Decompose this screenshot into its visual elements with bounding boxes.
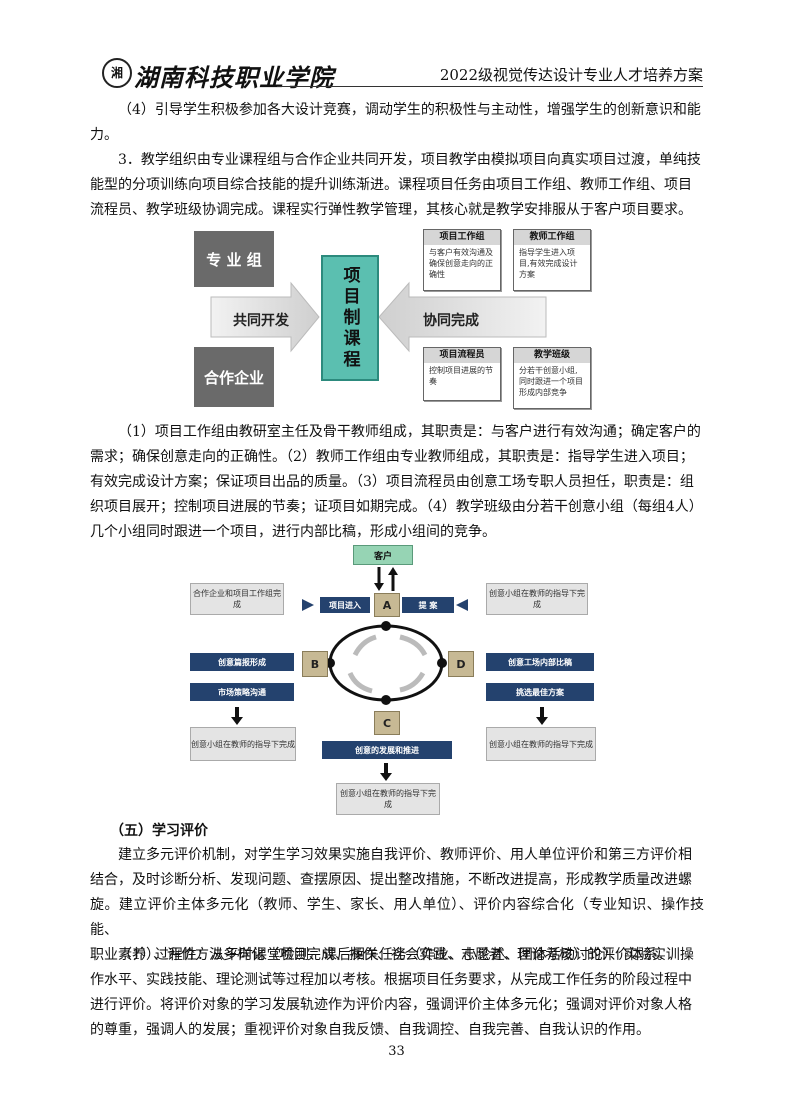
stage-d-label: D: [448, 651, 474, 677]
market-strategy-box: 市场策略沟通: [190, 683, 294, 701]
stage-c-label: C: [374, 711, 400, 735]
text-line: 几个小组同时跟进一个项目，进行内部比稿，形成小组间的竞争。: [90, 524, 496, 540]
project-workgroup-card: 项目工作组 与客户有效沟通及确保创意走向的正确性: [423, 229, 501, 291]
school-name: 湖南科技职业学院: [134, 63, 334, 92]
text-line: 有效完成设计方案；保证项目出品的质量。（3）项目流程员由创意工场专职人员担任，职…: [90, 474, 694, 490]
paragraph-2: 3．教学组织由专业课程组与合作企业共同开发，项目教学由模拟项目向真实项目过渡，单…: [90, 148, 704, 223]
card-title: 教学班级: [514, 348, 590, 363]
project-workflow-diagram: 客户 A B C D 合作企业和项目工作组完成 项目进入 提 案 创意小组在教师…: [190, 545, 600, 815]
text-line: 旋。建立评价主体多元化（教师、学生、家长、用人单位）、评价内容综合化（专业知识、…: [90, 897, 704, 938]
text-line: 作水平、实践技能、理论测试等过程加以考核。根据项目任务要求，从完成工作任务的阶段…: [90, 972, 692, 988]
curved-arrow-2: [399, 634, 428, 657]
arrow-right-top: [456, 599, 468, 611]
cycle-node-top: [381, 621, 391, 631]
right-note: 创意小组在教师的指导下完成: [486, 727, 596, 761]
partner-enterprise-box: 合作企业: [194, 347, 274, 407]
creative-development-box: 创意的发展和推进: [322, 741, 452, 759]
curved-arrow-3: [399, 671, 426, 693]
paragraph-1: （4）引导学生积极参加各大设计竞赛，调动学生的积极性与主动性，增强学生的创新意识…: [90, 98, 704, 148]
stage-b-label: B: [302, 651, 328, 677]
text-line: 建立多元评价机制，对学生学习效果实施自我评价、教师评价、用人单位评价和第三方评价…: [118, 847, 692, 863]
left-note: 创意小组在教师的指导下完成: [190, 727, 296, 761]
text-line: 结合，及时诊断分析、发现问题、查摆原因、提出整改措施，不断改进提高，形成教学质量…: [90, 872, 692, 888]
text-line: 织项目展开；控制项目进展的节奏；证项目如期完成。（4）教学班级由分若干创意小组（…: [90, 499, 703, 515]
card-body: 指导学生进入项目,有效完成设计方案: [519, 248, 578, 279]
joint-development-label: 共同开发: [233, 313, 289, 329]
creative-brief-box: 创意篇报形成: [190, 653, 294, 671]
cycle-ellipse: [328, 624, 444, 702]
curved-arrow-4: [347, 671, 373, 694]
stage-a-label: A: [374, 593, 400, 617]
best-solution-box: 挑选最佳方案: [486, 683, 594, 701]
text-line: （1）过程性：从平时课堂检测、课后相关任务（作业、小论述、团体活动讨论）、实验实…: [118, 947, 694, 963]
teaching-class-card: 教学班级 分若干创意小组,同时跟进一个项目形成内部竞争: [513, 347, 591, 409]
page-number: 33: [388, 1044, 405, 1059]
down-arrow-client-head: [374, 583, 384, 591]
card-title: 项目流程员: [424, 348, 500, 363]
down-arrow-bottom-head: [380, 773, 392, 781]
diagram-arrows: [210, 281, 547, 353]
workflow-cycle: [231, 567, 548, 781]
collaborative-completion-label: 协同完成: [423, 313, 479, 329]
proposal-box: 提 案: [402, 597, 454, 613]
header-divider: [277, 86, 703, 87]
text-line: 进行评价。将评价对象的学习发展轨迹作为评价内容，强调评价主体多元化；强调对评价对…: [90, 997, 692, 1013]
page-header: 湘 湖南科技职业学院 2022级视觉传达设计专业人才培养方案: [0, 0, 793, 92]
text-line: 的尊重，强调人的发展；重视评价对象自我反馈、自我调控、自我完善、自我认识的作用。: [90, 1022, 650, 1038]
text-line: 力。: [90, 127, 118, 143]
text-line: 流程员、教学班级协调完成。课程实行弹性教学管理，其核心就是教学安排服从于客户项目…: [90, 202, 692, 218]
client-box: 客户: [353, 545, 413, 565]
arrow-left-top: [302, 599, 314, 611]
right-arrow-shape: [378, 281, 547, 353]
curved-arrow-1: [352, 634, 377, 657]
text-line: （1）项目工作组由教研室主任及骨干教师组成，其职责是：与客户进行有效沟通；确定客…: [118, 424, 701, 440]
card-title: 教师工作组: [514, 230, 590, 245]
document-title: 2022级视觉传达设计专业人才培养方案: [439, 66, 703, 84]
text-line: 需求；确保创意走向的正确性。（2）教师工作组由专业教师组成，其职责是：指导学生进…: [90, 449, 694, 465]
paragraph-4: 建立多元评价机制，对学生学习效果实施自我评价、教师评价、用人单位评价和第三方评价…: [90, 843, 704, 968]
bottom-note: 创意小组在教师的指导下完成: [336, 783, 440, 815]
text-line: 能型的分项训练向项目综合技能的提升训练渐进。课程项目任务由项目工作组、教师工作组…: [90, 177, 692, 193]
top-right-note: 创意小组在教师的指导下完成: [486, 583, 588, 615]
internal-pitch-box: 创意工场内部比稿: [486, 653, 594, 671]
down-arrow-left-head: [231, 717, 243, 725]
project-course-box: 项目制课程: [321, 255, 379, 381]
text-line: 3．教学组织由专业课程组与合作企业共同开发，项目教学由模拟项目向真实项目过渡，单…: [118, 152, 701, 168]
cycle-node-right: [437, 658, 447, 668]
card-body: 控制项目进展的节奏: [429, 366, 493, 386]
paragraph-3: （1）项目工作组由教研室主任及骨干教师组成，其职责是：与客户进行有效沟通；确定客…: [90, 420, 704, 545]
card-body: 与客户有效沟通及确保创意走向的正确性: [429, 248, 493, 279]
up-arrow-client-head: [388, 567, 398, 575]
course-structure-diagram: 专 业 组 合作企业 共同开发 项目制课程 协同完成 项目工作组 与客户有效沟通…: [191, 225, 601, 410]
card-body: 分若干创意小组,同时跟进一个项目形成内部竞争: [519, 366, 583, 397]
top-left-note: 合作企业和项目工作组完成: [190, 583, 284, 615]
card-title: 项目工作组: [424, 230, 500, 245]
text-line: （4）引导学生积极参加各大设计竞赛，调动学生的积极性与主动性，增强学生的创新意识…: [118, 102, 701, 118]
cycle-node-bottom: [381, 695, 391, 705]
project-entry-box: 项目进入: [320, 597, 370, 613]
text-line: 职业素养）、评价方法多样化（项目完成、操作、社会实践、志愿者、理论考核）的评价体…: [90, 947, 671, 963]
teacher-workgroup-card: 教师工作组 指导学生进入项目,有效完成设计方案: [513, 229, 591, 291]
down-arrow-right-head: [536, 717, 548, 725]
school-logo-icon: 湘: [102, 58, 132, 88]
section-heading: （五）学习评价: [110, 823, 208, 839]
paragraph-5: （1）过程性：从平时课堂检测、课后相关任务（作业、小论述、团体活动讨论）、实验实…: [90, 943, 704, 1043]
left-arrow-shape: [210, 281, 320, 353]
project-coordinator-card: 项目流程员 控制项目进展的节奏: [423, 347, 501, 401]
professional-group-box: 专 业 组: [194, 231, 274, 287]
